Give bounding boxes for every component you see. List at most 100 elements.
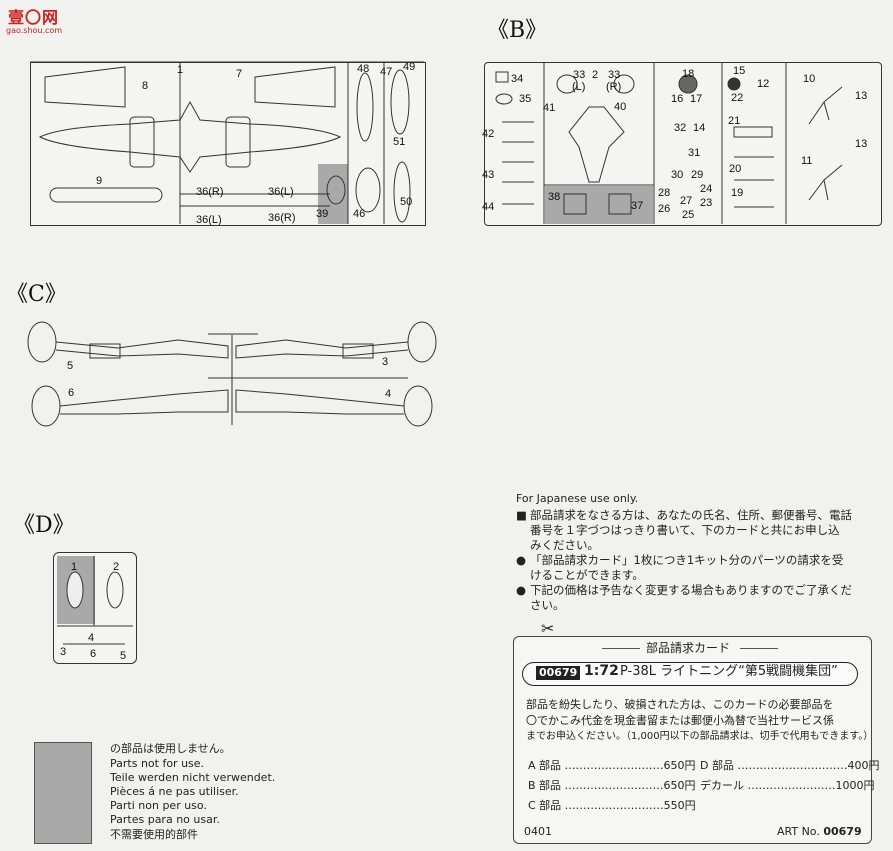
part-b-11: 11 [801, 155, 813, 167]
legend-swatch [34, 742, 92, 844]
part-a-36l-bottom: 36(L) [196, 214, 222, 226]
part-a-36r-bottom: 36(R) [268, 212, 296, 224]
part-b-18: 18 [682, 68, 695, 80]
watermark-text: 壹〇网 [8, 8, 60, 27]
part-d-1: 1 [71, 561, 78, 573]
part-a-49: 49 [403, 61, 416, 73]
part-b-15: 15 [733, 65, 746, 77]
card-price-d: D 部品 …………………………400円 [700, 759, 880, 772]
part-d-3: 3 [60, 646, 67, 658]
notice-bullet-3b: さい。 [530, 598, 565, 612]
legend-line-it: Parti non per uso. [110, 799, 207, 812]
legend-line-ja: の部品は使用しません。 [110, 742, 231, 755]
part-b-29: 29 [691, 169, 704, 181]
notice-bullet-1-icon: ■ [516, 508, 527, 522]
part-a-39: 39 [316, 208, 329, 220]
notice-bullet-3-icon: ● [516, 583, 527, 597]
card-title-rule-right [740, 648, 778, 649]
part-b-10: 10 [803, 73, 816, 85]
sprue-b-drawing [495, 62, 843, 224]
part-a-48: 48 [357, 63, 370, 75]
part-a-9: 9 [96, 175, 103, 187]
part-c-4: 4 [385, 388, 392, 400]
notice-heading: For Japanese use only. [516, 492, 639, 505]
card-product-name: P-38L ライトニング“第5戦闘機集団” [620, 664, 838, 679]
part-b-28: 28 [658, 187, 671, 199]
part-b-32: 32 [674, 122, 687, 134]
part-b-12: 12 [757, 78, 770, 90]
part-b-16: 16 [671, 93, 684, 105]
part-d-5: 5 [120, 650, 127, 662]
part-b-l-marker: (L) [572, 81, 586, 93]
card-price-c: C 部品 ………………………550円 [528, 799, 696, 812]
sprue-a-drawing [30, 61, 424, 224]
part-b-17: 17 [690, 93, 703, 105]
card-price-decal: デカール ……………………1000円 [700, 779, 875, 792]
card-text-a: 部品を紛失したり、破損された方は、このカードの必要部品を [526, 698, 834, 711]
card-art-number: ART No. 00679 [777, 825, 862, 839]
section-d-label: 《D》 [13, 513, 75, 538]
part-c-5: 5 [67, 360, 74, 372]
legend-line-de: Teile werden nicht verwendet. [110, 771, 276, 784]
card-art-label: ART No. [777, 825, 824, 838]
part-a-36r-top: 36(R) [196, 186, 224, 198]
watermark-logo: 壹〇网 gao.shou.com [0, 0, 70, 38]
part-b-r-marker: (R) [606, 81, 622, 93]
card-text-c: までお申込ください。（1,000円以下の部品請求は、切手で代用もできます。） [526, 731, 874, 742]
notice-bullet-2a: 「部品請求カード」1枚につき1キット分のパーツの請求を受 [530, 553, 844, 567]
part-d-4: 4 [88, 632, 95, 644]
card-title: 部品請求カード [646, 641, 731, 655]
part-a-1: 1 [177, 64, 184, 76]
part-a-7: 7 [236, 68, 243, 80]
notice-bullet-1a: 部品請求をなさる方は、あなたの氏名、住所、郵便番号、電話 [530, 508, 852, 522]
part-d-6: 6 [90, 648, 97, 660]
legend-line-fr: Pièces á ne pas utiliser. [110, 785, 239, 798]
section-b-label: 《B》 [487, 18, 548, 43]
part-b-30: 30 [671, 169, 684, 181]
part-b-27: 27 [680, 195, 693, 207]
notice-bullet-1b: 番号を１字づつはっきり書いて、下のカードと共にお申し込 [530, 523, 840, 537]
part-b-40: 40 [614, 101, 627, 113]
part-b-2: 2 [592, 69, 599, 81]
part-a-46: 46 [353, 208, 366, 220]
notice-bullet-1c: みください。 [530, 538, 599, 552]
notice-bullet-2-icon: ● [516, 553, 527, 567]
part-b-20: 20 [729, 163, 742, 175]
part-b-43: 43 [482, 169, 495, 181]
part-b-38: 38 [548, 191, 561, 203]
part-b-21: 21 [728, 115, 741, 127]
card-product-code: 00679 [536, 666, 581, 680]
part-b-33-left: 33 [573, 69, 586, 81]
card-text-b: 〇でかこみ代金を現金書留または郵便小為替で当社サービス係 [526, 714, 834, 727]
notice-bullet-2b: けることができます。 [530, 568, 644, 582]
part-b-41: 41 [543, 102, 556, 114]
part-b-13-top: 13 [855, 90, 868, 102]
part-b-14: 14 [693, 122, 706, 134]
part-b-44: 44 [482, 201, 495, 213]
part-b-42: 42 [482, 128, 495, 140]
part-b-35: 35 [519, 93, 532, 105]
part-b-19: 19 [731, 187, 744, 199]
card-product-scale: 1:72 [584, 663, 619, 679]
card-price-b: B 部品 ………………………650円 [528, 779, 696, 792]
notice-bullet-3a: 下記の価格は予告なく変更する場合もありますのでご了承くだ [530, 583, 852, 597]
part-c-3: 3 [382, 356, 389, 368]
part-c-6: 6 [68, 387, 75, 399]
watermark-url: gao.shou.com [6, 26, 63, 35]
part-a-50: 50 [400, 196, 413, 208]
part-b-25: 25 [682, 209, 695, 221]
card-art-value: 00679 [823, 825, 862, 838]
part-b-34: 34 [511, 73, 524, 85]
sprue-b-unused-area [545, 186, 653, 224]
card-price-a: A 部品 ………………………650円 [528, 759, 696, 772]
sprue-a-frame [30, 62, 426, 226]
part-b-26: 26 [658, 203, 671, 215]
part-a-36l-top: 36(L) [268, 186, 294, 198]
part-b-13-bottom: 13 [855, 138, 868, 150]
part-b-31: 31 [688, 147, 701, 159]
part-b-23: 23 [700, 197, 713, 209]
part-a-8: 8 [142, 80, 149, 92]
scissors-icon: ✂ [541, 619, 555, 638]
part-a-51: 51 [393, 136, 406, 148]
part-b-22: 22 [731, 92, 744, 104]
